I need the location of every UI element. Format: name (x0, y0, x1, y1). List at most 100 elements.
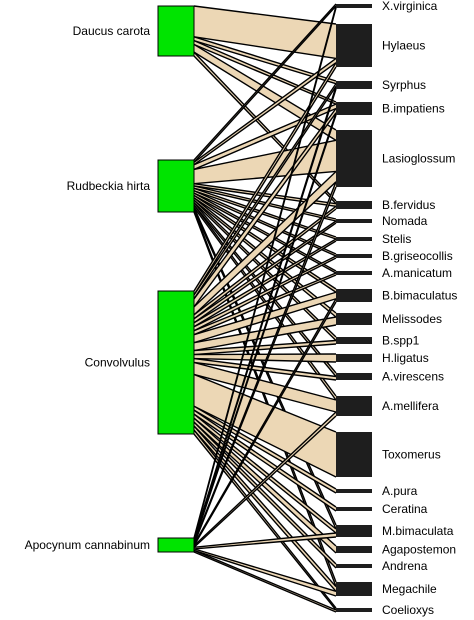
pollinator-node-bgriseocollis (336, 254, 372, 258)
pollinator-node-toxomerus (336, 432, 372, 477)
plant-label-rudbeckia: Rudbeckia hirta (67, 179, 151, 193)
link-apocynum-bimpatiens (193, 112, 337, 543)
link-edge-upper (193, 185, 337, 220)
link-edge-upper (193, 192, 337, 272)
pollinator-label-nomada: Nomada (382, 214, 428, 228)
link-edge-lower (193, 415, 337, 548)
pollinator-label-megachile: Megachile (382, 582, 437, 596)
link-band (194, 171, 336, 315)
link-edge-upper (193, 204, 337, 397)
link-edge-lower (193, 373, 337, 413)
link-edge-upper (193, 51, 337, 202)
link-band (194, 414, 336, 533)
link-edge-lower (193, 405, 337, 478)
link-edge-upper (193, 549, 337, 611)
link-edge-lower (193, 199, 337, 318)
link-convolvulus-stelis (193, 238, 337, 328)
link-edge-lower (193, 298, 337, 344)
link-edge-upper (193, 409, 337, 508)
link-edge-upper (193, 197, 337, 314)
link-convolvulus-mbimaculata (193, 413, 337, 534)
pollinator-node-megachile (336, 582, 372, 596)
link-convolvulus-avirescens (193, 357, 337, 381)
link-edge-upper (193, 238, 337, 324)
link-band (194, 374, 336, 477)
link-edge-upper (193, 411, 337, 547)
link-convolvulus-bimpatiens (193, 108, 337, 308)
pollinators-layer: X.virginicaHylaeusSyrphusB.impatiensLasi… (336, 0, 457, 617)
link-band (194, 292, 336, 343)
plant-node-convolvulus (157, 290, 195, 435)
link-edge-upper (193, 413, 337, 530)
link-edge-upper (193, 532, 337, 549)
link-apocynum-lasioglossum (193, 181, 337, 545)
pollinator-label-hylaeus: Hylaeus (382, 39, 425, 53)
link-convolvulus-amellifera (193, 361, 337, 413)
pollinator-label-mbimaculata: M.bimaculata (382, 524, 454, 538)
pollinator-node-xvirginica (336, 4, 372, 8)
link-edge-lower (193, 194, 337, 274)
pollinator-node-bfervidus (336, 201, 372, 209)
link-edge-lower (193, 417, 337, 534)
link-edge-lower (193, 55, 337, 205)
link-edge-lower (193, 549, 337, 597)
link-edge-lower (193, 186, 337, 545)
link-convolvulus-lasioglossum (193, 170, 337, 316)
link-rudbeckia-amanicatum (193, 192, 337, 274)
link-edge-upper (193, 83, 337, 296)
link-edge-lower (193, 114, 337, 543)
pollinator-label-stelis: Stelis (382, 232, 411, 246)
pollinator-label-amanicatum: A.manicatum (382, 266, 452, 280)
pollinator-label-xvirginica: X.virginica (382, 0, 438, 13)
link-edge-lower (193, 88, 337, 542)
link-edge-upper (193, 5, 337, 25)
pollinator-node-coelioxys (336, 608, 372, 612)
link-edge-upper (193, 548, 337, 593)
pollinator-node-stelis (336, 237, 372, 241)
link-edge-upper (193, 3, 337, 161)
link-edge-upper (193, 181, 337, 543)
pollinator-label-coelioxys: Coelioxys (382, 603, 434, 617)
link-apocynum-mbimaculata (193, 532, 337, 550)
link-edge-lower (193, 240, 337, 328)
pollinator-node-lasioglossum (336, 130, 372, 187)
link-edge-upper (193, 255, 337, 328)
link-apocynum-bbimaculatus (193, 298, 337, 547)
link-edge-upper (193, 103, 337, 166)
pollinator-label-apura: A.pura (382, 484, 418, 498)
link-convolvulus-toxomerus (193, 373, 337, 478)
link-edge-lower (193, 551, 337, 613)
plant-label-convolvulus: Convolvulus (85, 356, 150, 370)
pollinator-node-nomada (336, 219, 372, 223)
link-edge-upper (193, 187, 337, 238)
link-convolvulus-bfervidus (193, 205, 337, 320)
link-edge-upper (193, 353, 337, 356)
pollinator-label-bfervidus: B.fervidus (382, 198, 435, 212)
link-edge-upper (193, 108, 337, 300)
link-edge-lower (193, 85, 337, 300)
link-rudbeckia-hylaeus (193, 57, 337, 166)
link-edge-upper (193, 39, 337, 103)
plant-node-apocynum (157, 537, 195, 553)
pollinator-label-amellifera: A.mellifera (382, 399, 439, 413)
link-edge-upper (193, 272, 337, 332)
pollinator-node-apura (336, 489, 372, 493)
pollinator-node-andrena (336, 564, 372, 568)
pollinator-label-bspp1: B.spp1 (382, 334, 420, 348)
link-edge-lower (193, 181, 337, 316)
link-edge-lower (193, 51, 337, 141)
link-edge-lower (193, 62, 337, 166)
link-edge-upper (193, 357, 337, 378)
link-edge-upper (193, 421, 337, 565)
link-convolvulus-amanicatum (193, 272, 337, 336)
pollinator-node-avirescens (336, 373, 372, 380)
pollinator-label-ceratina: Ceratina (382, 502, 428, 516)
link-band (194, 362, 336, 412)
plant-label-apocynum: Apocynum cannabinum (25, 538, 150, 552)
pollinator-node-melissodes (336, 313, 372, 325)
link-edge-lower (193, 257, 337, 332)
link-rudbeckia-stelis (193, 187, 337, 240)
link-band (194, 44, 336, 141)
link-edge-lower (193, 361, 337, 381)
pollinator-node-ceratina (336, 507, 372, 511)
